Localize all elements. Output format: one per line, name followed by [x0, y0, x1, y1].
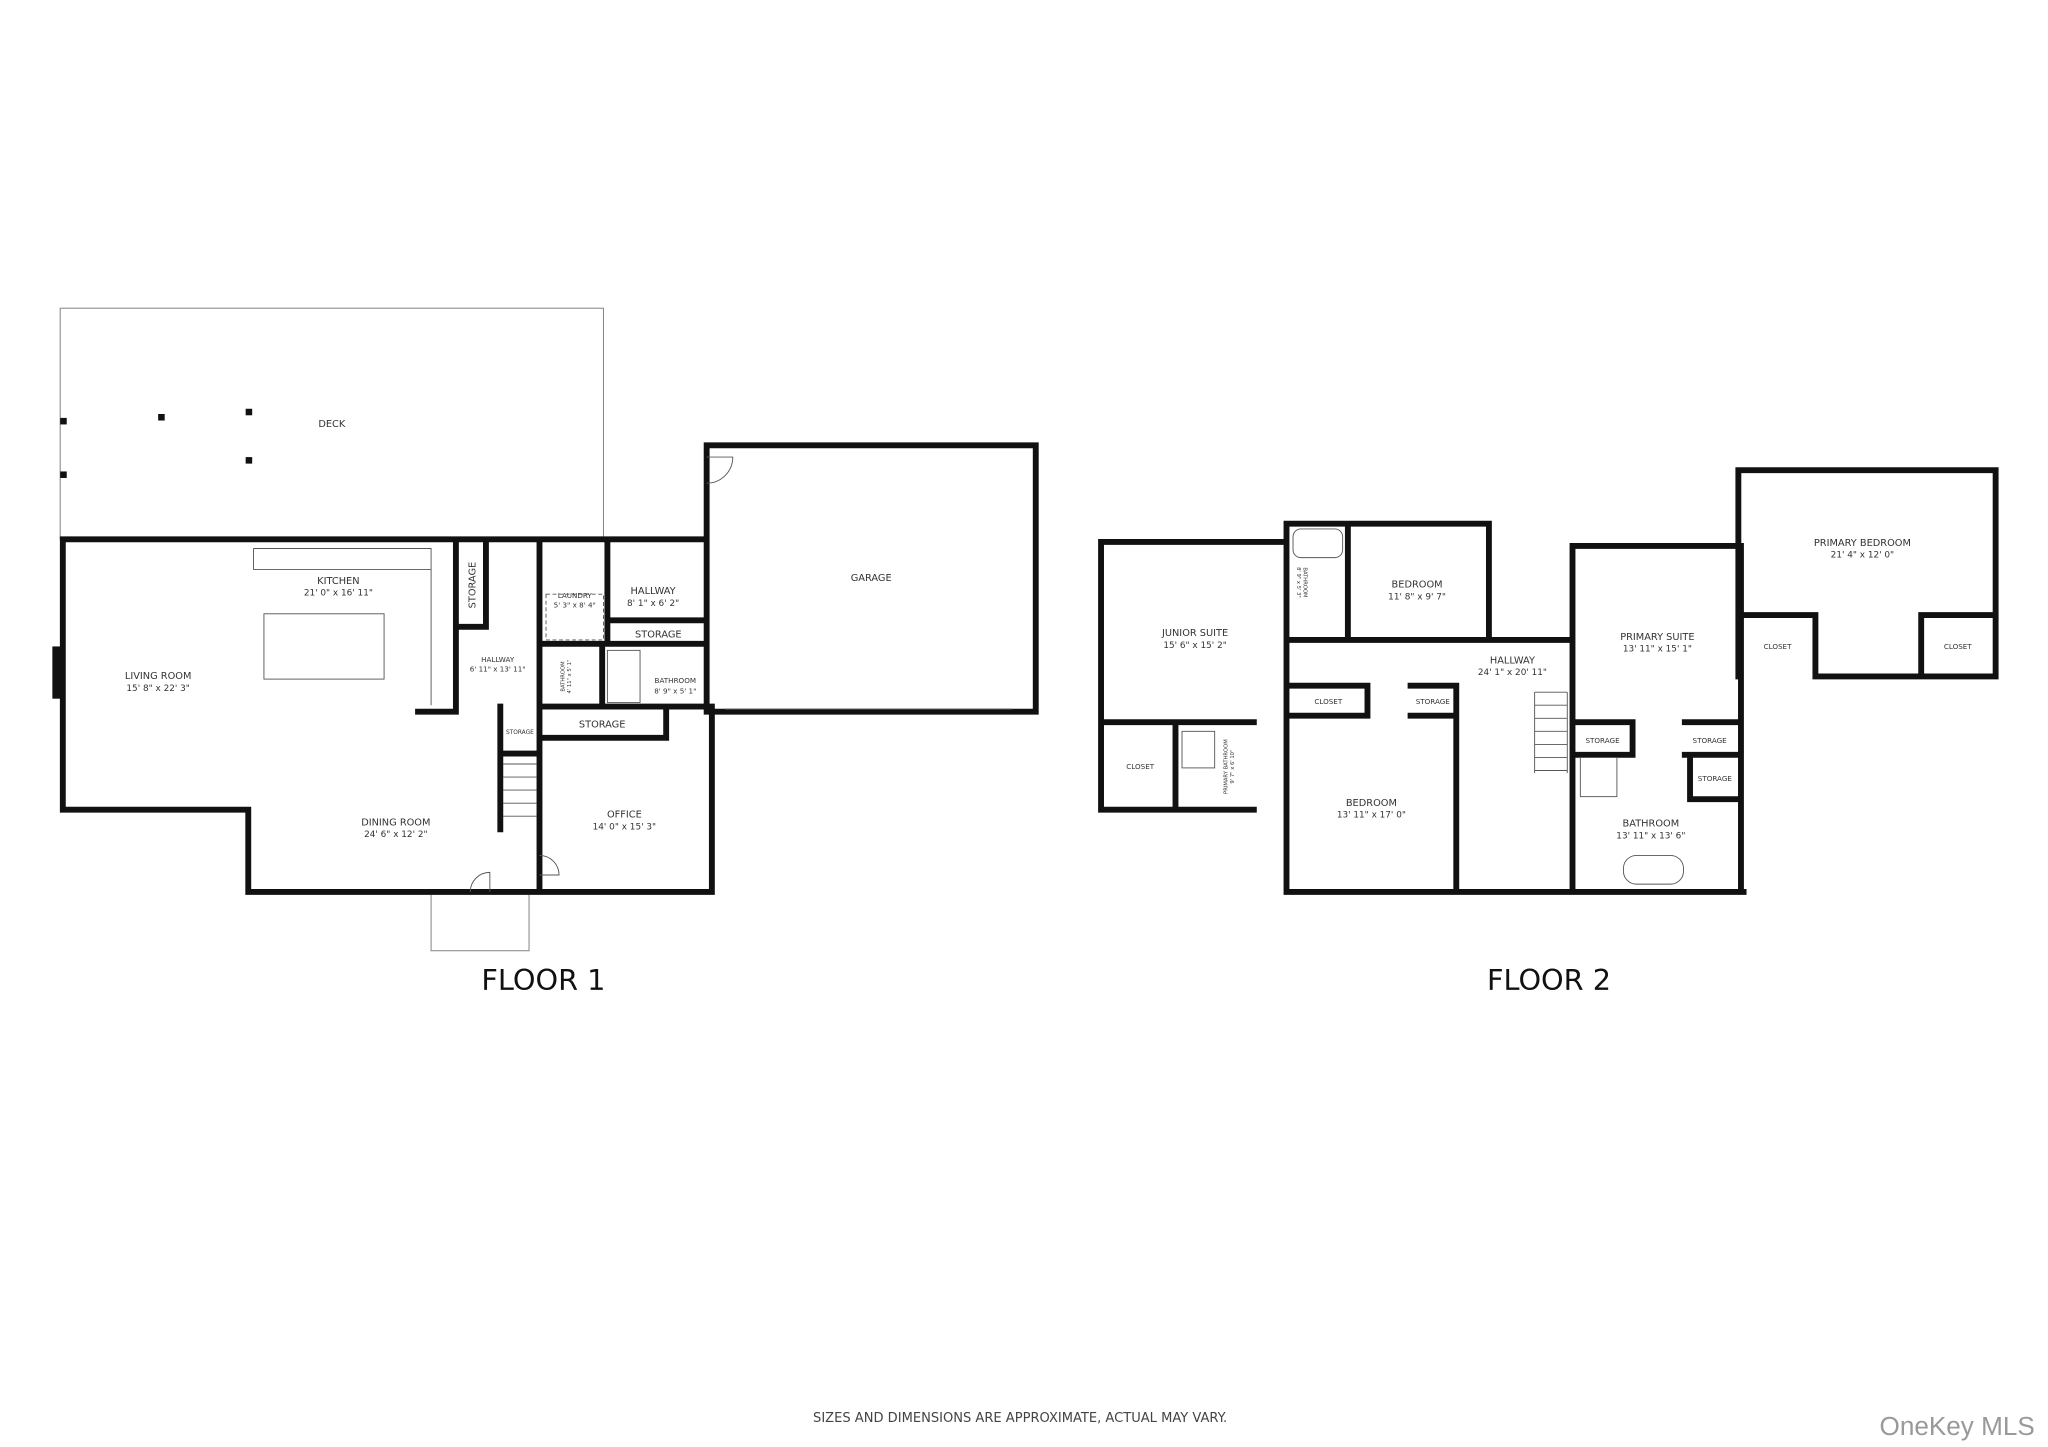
closet-4-label: CLOSET [1944, 642, 1972, 651]
storage-4-label: STORAGE [506, 730, 534, 736]
floor-2-labels: JUNIOR SUITE 15' 6" x 15' 2" CLOSET PRIM… [1126, 538, 1972, 842]
closet-label: CLOSET [1126, 762, 1154, 771]
dining-room-dims: 24' 6" x 12' 2" [364, 830, 427, 840]
hallway-2-dims: 8' 1" x 6' 2" [627, 599, 679, 609]
office-label: OFFICE [607, 810, 642, 821]
kitchen-dims: 21' 0" x 16' 11" [304, 589, 373, 599]
hallway-dims: 6' 11" x 13' 11" [470, 664, 526, 673]
primary-bedroom-dims: 21' 4" x 12' 0" [1831, 551, 1894, 561]
closet-2-label: CLOSET [1314, 697, 1342, 706]
dining-room-label: DINING ROOM [361, 817, 430, 828]
primary-bathroom-label: PRIMARY BATHROOM [1224, 739, 1230, 794]
kitchen-label: KITCHEN [317, 576, 359, 587]
hallway-3-label: HALLWAY [1490, 655, 1535, 666]
junior-suite-dims: 15' 6" x 15' 2" [1163, 641, 1226, 651]
storage-label: STORAGE [467, 562, 478, 609]
bedroom-2-dims: 13' 11" x 17' 0" [1337, 811, 1406, 821]
floor-1-plan: DECK KITCHEN 21' 0" x 16' 11" LIVING ROO… [52, 307, 1039, 997]
bathroom-label: BATHROOM [560, 661, 566, 691]
storage-2-label: STORAGE [635, 629, 682, 640]
deck-posts [60, 408, 253, 478]
closet-3-label: CLOSET [1764, 642, 1792, 651]
laundry-dims: 5' 3" x 8' 4" [554, 600, 596, 609]
floor-1-walls [59, 442, 1039, 895]
primary-bedroom-label: PRIMARY BEDROOM [1814, 538, 1911, 549]
bathroom-2-dims: 8' 9" x 5' 1" [654, 686, 696, 695]
bedroom-dims: 11' 8" x 9' 7" [1388, 592, 1446, 602]
bathroom-3-label: BATHROOM [1301, 567, 1307, 597]
primary-suite-dims: 13' 11" x 15' 1" [1623, 645, 1692, 655]
kitchen-island [263, 613, 385, 680]
bathroom-dims: 4' 11" x 5' 1" [567, 659, 573, 693]
hallway-2-label: HALLWAY [631, 586, 676, 597]
storage-8-label: STORAGE [1698, 774, 1733, 783]
hallway-label: HALLWAY [481, 655, 515, 664]
floor-2-walls [1098, 467, 1999, 895]
floor-1-labels: DECK KITCHEN 21' 0" x 16' 11" LIVING ROO… [125, 419, 892, 840]
bathroom-2-label: BATHROOM [655, 676, 697, 685]
bathroom-4-dims: 13' 11" x 13' 6" [1616, 831, 1685, 841]
storage-6-label: STORAGE [1585, 736, 1620, 745]
living-room-dims: 15' 8" x 22' 3" [126, 684, 189, 694]
bedroom-label: BEDROOM [1392, 580, 1443, 591]
floor-2-title: FLOOR 2 [1487, 963, 1611, 997]
floor-1-title: FLOOR 1 [481, 963, 605, 997]
deck-label: DECK [318, 419, 346, 430]
bathtub [1622, 854, 1684, 885]
primary-bathroom-dims: 9' 7" x 6' 10" [1230, 750, 1236, 784]
bathroom-4-label: BATHROOM [1623, 819, 1680, 830]
bathroom-3-dims: 8' 9" x 5' 3" [1295, 567, 1301, 598]
storage-7-label: STORAGE [1693, 736, 1728, 745]
floor-2-plan: JUNIOR SUITE 15' 6" x 15' 2" CLOSET PRIM… [1098, 467, 1999, 997]
junior-suite-label: JUNIOR SUITE [1161, 628, 1228, 639]
laundry-label: LAUNDRY [558, 591, 593, 600]
storage-5-label: STORAGE [1416, 697, 1451, 706]
storage-3-label: STORAGE [579, 719, 626, 730]
porch-outline [430, 891, 530, 952]
office-dims: 14' 0" x 15' 3" [593, 822, 656, 832]
garage-label: GARAGE [851, 573, 892, 584]
hallway-3-dims: 24' 1" x 20' 11" [1478, 668, 1547, 678]
bedroom-2-label: BEDROOM [1346, 798, 1397, 809]
living-room-label: LIVING ROOM [125, 671, 192, 682]
watermark: OneKey MLS [1880, 1411, 2035, 1441]
primary-suite-label: PRIMARY SUITE [1620, 632, 1694, 643]
disclaimer: SIZES AND DIMENSIONS ARE APPROXIMATE, AC… [813, 1411, 1227, 1426]
